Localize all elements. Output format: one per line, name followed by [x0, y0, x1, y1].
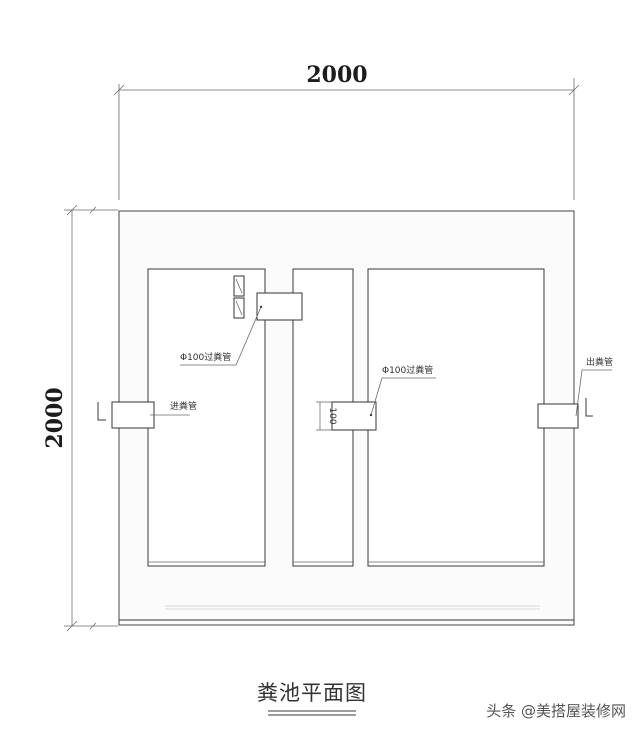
- chamber-3: [367, 268, 545, 567]
- pipe-middle-label: Φ100过粪管: [382, 364, 433, 376]
- top-dimension: 2000: [113, 62, 580, 200]
- top-dimension-text: 2000: [306, 62, 367, 88]
- chamber-1: [147, 268, 266, 567]
- pipe-top-label: Φ100过粪管: [180, 351, 231, 363]
- left-dimension: 2000: [42, 204, 118, 632]
- outlet-pipe: 出粪管: [537, 356, 613, 429]
- pipe-middle: Φ100过粪管 100: [316, 364, 436, 431]
- drawing-caption: 粪池平面图: [257, 681, 367, 705]
- watermark: 头条 @美搭屋装修网: [486, 702, 626, 720]
- outlet-label: 出粪管: [586, 356, 613, 368]
- caption-group: 粪池平面图: [257, 681, 367, 716]
- left-dimension-text: 2000: [42, 387, 68, 448]
- middle-small-dimension: 100: [327, 407, 337, 424]
- pipe-top: Φ100过粪管: [180, 275, 303, 366]
- inlet-label: 进粪管: [170, 400, 197, 412]
- inlet-pipe: 进粪管: [97, 400, 197, 429]
